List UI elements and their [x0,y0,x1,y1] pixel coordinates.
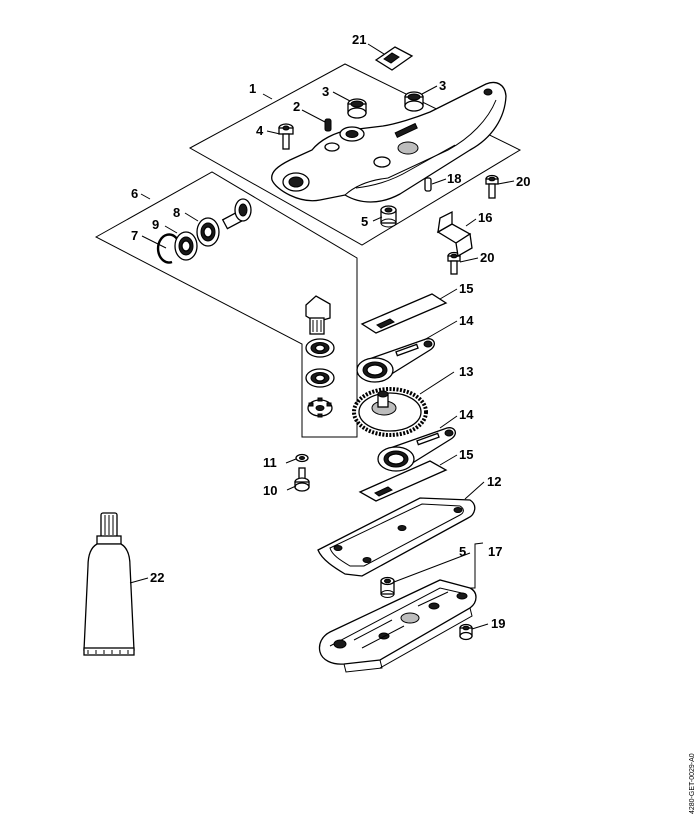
sprocket-part [307,397,333,418]
callout-22: 22 [150,570,164,585]
callout-3a: 3 [322,84,329,99]
ball-bearing-part-8 [196,217,220,247]
callout-14a: 14 [459,313,474,328]
callout-5b: 5 [459,544,466,559]
callout-7: 7 [131,228,138,243]
ball-bearing-part-column-a [305,338,335,358]
sleeve-part-lower [380,576,395,598]
spur-gear-part [352,387,428,437]
callout-4: 4 [256,123,264,138]
callout-14b: 14 [459,407,474,422]
screw-part-4 [278,123,294,150]
ball-bearing-part-column-b [305,368,335,388]
label-plate-part [374,46,414,71]
callout-8: 8 [173,205,180,220]
shim-part-upper [360,293,448,334]
bevel-gear-shaft-part [221,198,252,230]
plug-part-b [404,91,424,112]
ball-bearing-part-9 [174,231,198,261]
screw-part-10 [294,467,310,492]
drawing-code: 4280-GET-0029-A0 [689,753,696,814]
plug-part-a [347,98,367,119]
clip-part [436,210,473,258]
callout-19: 19 [491,616,505,631]
callout-5a: 5 [361,214,368,229]
leader-lines [129,43,515,630]
group-frame-6 [94,171,358,438]
screw-part-20-lower [447,251,461,275]
callout-21: 21 [352,32,366,47]
callout-17: 17 [488,544,502,559]
group-frame-1 [188,63,522,246]
gear-cover-part [318,579,477,673]
callout-18: 18 [447,171,461,186]
callout-2: 2 [293,99,300,114]
callout-20b: 20 [480,250,494,265]
callout-3b: 3 [439,78,446,93]
screw-part-19 [459,623,473,641]
callout-15b: 15 [459,447,473,462]
grease-tube-part [83,512,135,656]
connecting-rod-part-lower [377,427,456,472]
callout-20a: 20 [516,174,530,189]
washer-part [295,453,309,463]
pin-part [324,118,332,132]
pin-part-18 [424,177,432,192]
screw-part-20-upper [485,174,499,199]
callout-labels: 21 1 3 3 2 4 18 20 6 8 16 5 9 7 20 15 14… [131,32,530,631]
sleeve-part-upper [380,205,397,228]
callout-15a: 15 [459,281,473,296]
callout-11: 11 [263,455,277,470]
callout-12: 12 [487,474,501,489]
connecting-rod-part-upper [356,338,435,383]
callout-13: 13 [459,364,473,379]
callout-9: 9 [152,217,159,232]
shim-part-lower [358,460,448,502]
callout-6: 6 [131,186,138,201]
callout-16: 16 [478,210,492,225]
callout-1: 1 [249,81,256,96]
gasket-part [317,497,476,577]
pinion-gear-part [305,295,331,335]
callout-10: 10 [263,483,277,498]
gear-housing-part [271,81,507,203]
